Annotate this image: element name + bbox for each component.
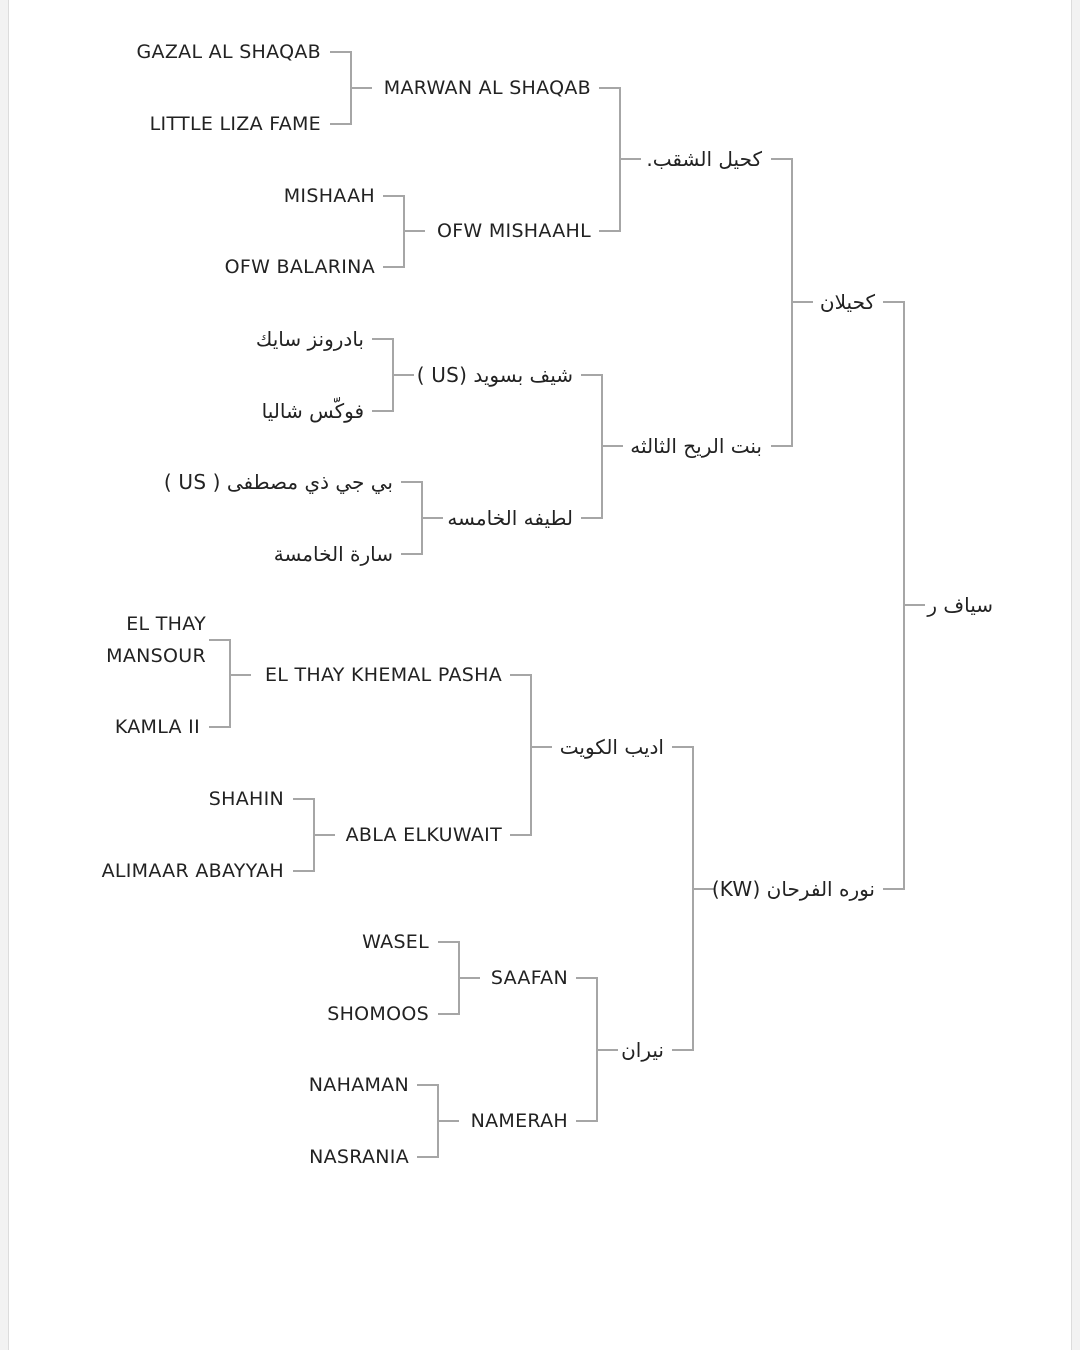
ssd-sire-name: MISHAAH bbox=[283, 185, 375, 207]
ddd-dam-name: NASRANIA bbox=[309, 1146, 409, 1168]
dds-dam-name: SHOMOOS bbox=[327, 1003, 429, 1025]
sire-sire-name: كحيل الشقب. bbox=[646, 147, 762, 171]
sdd-sire-name: بي جي ذي مصطفى ( US ) bbox=[163, 470, 393, 494]
sds-dam-name: فوكّس شاليا bbox=[261, 399, 364, 423]
sdd-dam-name: سارة الخامسة bbox=[273, 542, 393, 566]
dsd-sire-name: SHAHIN bbox=[208, 788, 284, 810]
connector-sire bbox=[771, 158, 813, 447]
dss-sire-name-line2: MANSOUR bbox=[106, 645, 206, 667]
connector-ddd bbox=[417, 1084, 459, 1158]
dss-dam-name: KAMLA II bbox=[114, 716, 200, 738]
ssd-dam-name: OFW BALARINA bbox=[224, 256, 375, 278]
dsd-dam-name: ALIMAAR ABAYYAH bbox=[101, 860, 284, 882]
dsd-name: ABLA ELKUWAIT bbox=[345, 824, 502, 846]
connector-ssd bbox=[383, 195, 425, 268]
dam-name: نوره الفرحان (KW) bbox=[711, 877, 875, 901]
sss-dam-name: LITTLE LIZA FAME bbox=[149, 113, 321, 135]
connector-dss bbox=[209, 639, 251, 728]
connector-sire-dam bbox=[581, 374, 623, 519]
ssd-name: OFW MISHAAHL bbox=[436, 220, 591, 242]
connector-sdd bbox=[401, 481, 443, 555]
connector-sds bbox=[372, 338, 414, 412]
dss-name: EL THAY KHEMAL PASHA bbox=[264, 664, 502, 686]
connector-dam-sire bbox=[510, 674, 552, 836]
connector-dsd bbox=[293, 798, 335, 872]
sdd-name: لطيفه الخامسه bbox=[447, 506, 573, 530]
dss-sire-name-line1: EL THAY bbox=[126, 613, 206, 635]
horse-name: سياف ر bbox=[927, 593, 993, 617]
ddd-sire-name: NAHAMAN bbox=[308, 1074, 409, 1096]
pedigree-sheet bbox=[8, 0, 1072, 1350]
sss-name: MARWAN AL SHAQAB bbox=[383, 77, 591, 99]
sss-sire-name: GAZAL AL SHAQAB bbox=[136, 41, 321, 63]
connector-sss bbox=[330, 51, 372, 125]
dds-sire-name: WASEL bbox=[362, 931, 429, 953]
ddd-name: NAMERAH bbox=[470, 1110, 568, 1132]
sire-dam-name: بنت الريح الثالثه bbox=[630, 434, 762, 458]
dam-dam-name: نيران bbox=[621, 1038, 664, 1062]
dam-sire-name: اديب الكويت bbox=[559, 735, 664, 759]
sire-name: كحيلان bbox=[819, 290, 875, 314]
connector-dam-dam bbox=[576, 977, 618, 1122]
connector-sire-sire bbox=[599, 87, 641, 232]
connector-horse bbox=[883, 301, 925, 890]
connector-dds bbox=[438, 941, 480, 1015]
dds-name: SAAFAN bbox=[490, 967, 568, 989]
sds-sire-name: بادرونز سايك bbox=[255, 327, 364, 351]
connector-dam bbox=[672, 746, 714, 1051]
sds-name: شيف بسويد (US ) bbox=[416, 363, 573, 387]
